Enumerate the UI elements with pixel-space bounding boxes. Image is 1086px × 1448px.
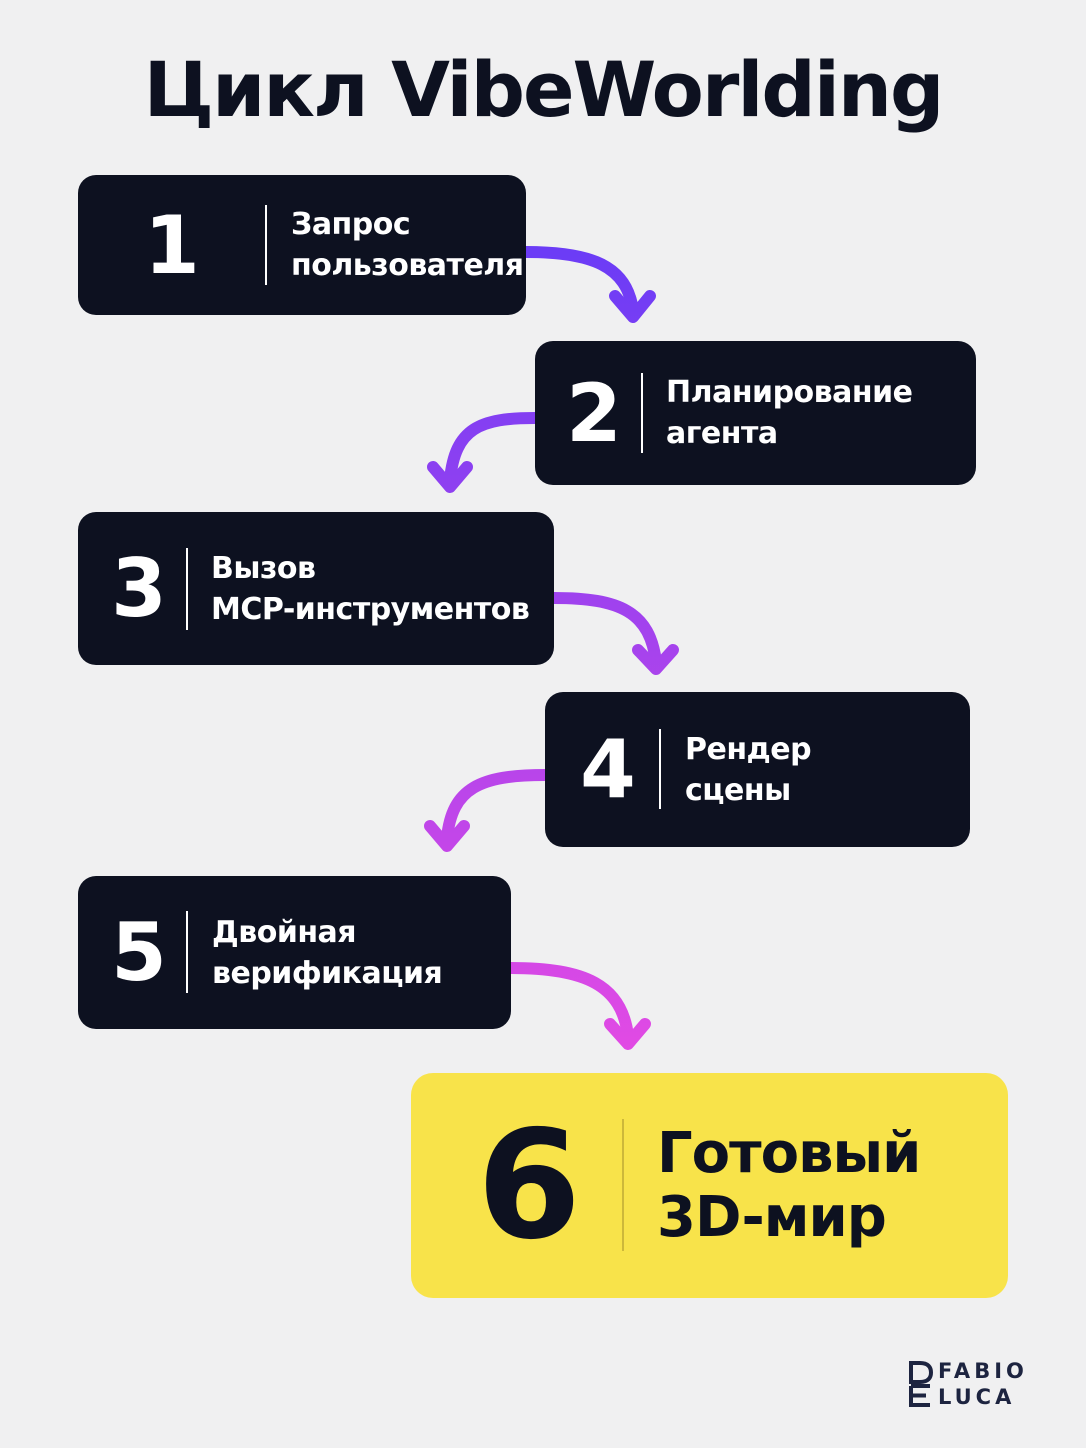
step-4-label-line2: сцены: [685, 772, 791, 808]
arrow-4-to-5: [424, 769, 551, 852]
step-3-divider: [186, 548, 188, 630]
step-2-label-line1: Планирование: [666, 375, 913, 410]
step-2-label: Планирование агента: [666, 341, 913, 485]
step-4-box: 4 Рендер сцены: [545, 692, 970, 847]
step-6-label: Готовый 3D-мир: [657, 1073, 921, 1298]
step-1-label: Запрос пользователя: [291, 175, 524, 315]
step-4-number: 4: [580, 723, 636, 816]
step-6-label-line1: Готовый: [657, 1120, 921, 1186]
arrow-2-to-3: [427, 412, 541, 493]
logo-line-1: FABIO: [938, 1359, 1028, 1383]
arrow-5-to-6: [505, 962, 651, 1050]
step-1-label-line2: пользователя: [291, 248, 524, 283]
logo-monogram-icon: [909, 1361, 934, 1407]
step-3-label-line2: MCP-инструментов: [211, 591, 530, 627]
step-6-label-line2: 3D-мир: [657, 1184, 887, 1250]
step-5-label-line1: Двойная: [212, 914, 357, 950]
step-3-label-line1: Вызов: [211, 550, 316, 586]
logo-line-2: LUCA: [938, 1385, 1016, 1409]
step-3-box: 3 Вызов MCP-инструментов: [78, 512, 554, 665]
step-1-label-line1: Запрос: [291, 207, 411, 242]
step-3-number: 3: [111, 542, 167, 635]
step-6-box: 6 Готовый 3D-мир: [411, 1073, 1008, 1298]
page-title: Цикл VibeWorlding: [143, 45, 945, 134]
step-5-label: Двойная верификация: [212, 876, 443, 1029]
step-5-box: 5 Двойная верификация: [78, 876, 511, 1029]
step-6-number: 6: [476, 1098, 582, 1273]
step-5-divider: [186, 911, 188, 993]
step-4-label: Рендер сцены: [685, 692, 812, 847]
step-3-label: Вызов MCP-инструментов: [211, 512, 530, 665]
arrow-1-to-2: [520, 246, 656, 323]
step-1-box: 1 Запрос пользователя: [78, 175, 526, 315]
step-6-divider: [622, 1119, 624, 1251]
step-1-number: 1: [144, 198, 200, 292]
step-2-box: 2 Планирование агента: [535, 341, 976, 485]
step-2-number: 2: [566, 366, 622, 460]
step-4-label-line1: Рендер: [685, 731, 812, 767]
step-2-divider: [641, 373, 643, 453]
step-1-divider: [265, 205, 267, 285]
step-4-divider: [659, 729, 661, 809]
brand-logo: FABIO LUCA: [908, 1358, 1038, 1410]
step-2-label-line2: агента: [666, 416, 778, 451]
step-5-label-line2: верификация: [212, 955, 443, 991]
step-5-number: 5: [111, 906, 167, 999]
arrow-3-to-4: [548, 592, 679, 675]
